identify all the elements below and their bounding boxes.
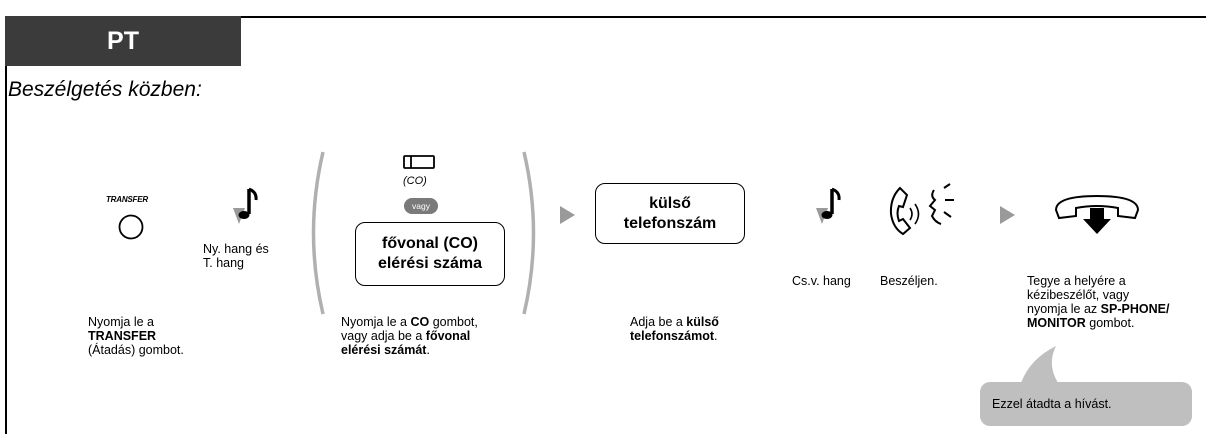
left-parenthesis (311, 151, 325, 315)
co-key-label: (CO) (403, 175, 427, 187)
hang-up-icon (1054, 194, 1140, 234)
tone1-label: Ny. hang és T. hang (203, 242, 269, 270)
right-parenthesis (522, 151, 536, 315)
arrow-right-icon (1000, 206, 1015, 224)
handset-talk-icon (889, 183, 954, 236)
tone-note-icon (233, 187, 258, 224)
talk-label: Beszéljen. (880, 274, 938, 288)
co-caption: Nyomja le a CO gombot,vagy adja be a főv… (341, 315, 478, 357)
note-bubble-tail (1020, 346, 1060, 386)
subtitle: Beszélgetés közben: (8, 78, 202, 101)
or-badge: vagy (404, 198, 438, 214)
co-access-number-box: fővonal (CO) elérési száma (355, 222, 505, 286)
transfer-key-label: TRANSFER (106, 195, 148, 204)
frame-left-border (5, 16, 7, 434)
frame-top-border (5, 16, 1206, 18)
note-text: Ezzel átadta a hívást. (980, 382, 1192, 426)
pt-tab: PT (5, 16, 241, 66)
transfer-key-icon (118, 214, 144, 240)
note-callout: Ezzel átadta a hívást. (980, 382, 1192, 426)
arrow-right-icon (560, 206, 575, 224)
co-button-icon (403, 155, 435, 169)
external-number-box: külső telefonszám (595, 183, 745, 244)
tone-note-icon (816, 187, 841, 224)
tone2-label: Cs.v. hang (792, 274, 851, 288)
